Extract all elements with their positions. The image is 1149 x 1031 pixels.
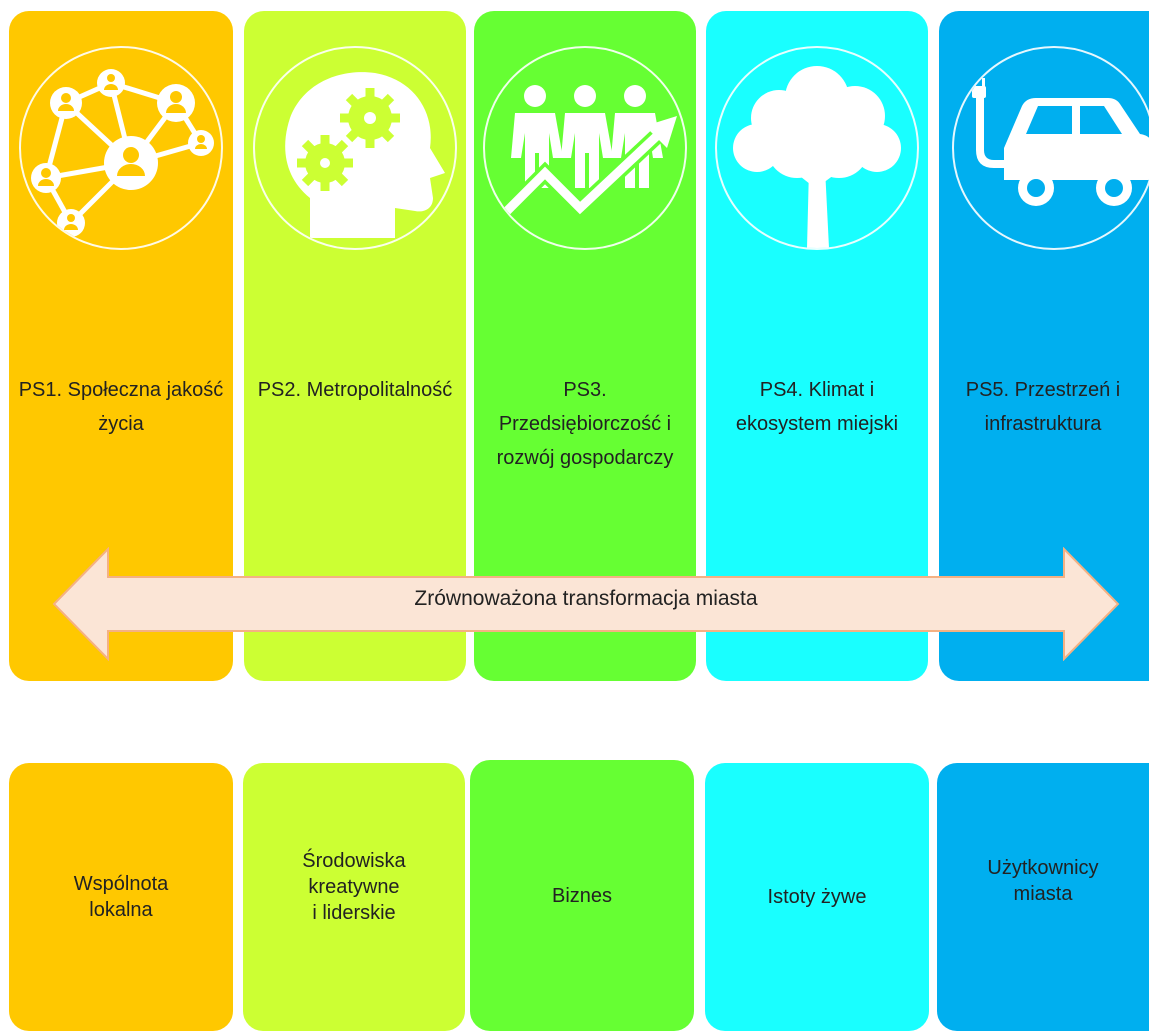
- stakeholder-label: Istoty żywe: [767, 886, 867, 908]
- stakeholder-box: Istoty żywe: [705, 763, 929, 1031]
- stakeholder-box: Biznes: [470, 760, 694, 1031]
- pillar-title: PS1. Społeczna jakość życia: [18, 379, 224, 435]
- pillar-title: PS5. Przestrzeń i infrastruktura: [965, 379, 1121, 435]
- stakeholder-label: Użytkownicy miasta: [987, 857, 1099, 905]
- arrow-label: Zrównoważona transformacja miasta: [414, 587, 758, 610]
- stakeholder-box: Użytkownicy miasta: [937, 763, 1149, 1031]
- pillar-ps1: PS1. Społeczna jakość życia: [9, 11, 233, 681]
- pillar-ps3: PS3. Przedsiębiorczość i rozwój gospodar…: [474, 11, 696, 681]
- pillar-title: PS2. Metropolitalność: [257, 379, 453, 401]
- stakeholder-box: Środowiska kreatywne i liderskie: [243, 763, 465, 1031]
- pillar-title: PS3. Przedsiębiorczość i rozwój gospodar…: [496, 379, 674, 469]
- stakeholder-label: Biznes: [551, 884, 613, 907]
- stakeholder-label: Wspólnota lokalna: [73, 873, 169, 921]
- electric-car-icon: [952, 46, 1149, 250]
- community-network-icon: [19, 46, 223, 250]
- pillar-ps4: PS4. Klimat i ekosystem miejski: [706, 11, 928, 681]
- pillar-ps2: PS2. Metropolitalność: [244, 11, 466, 681]
- head-gears-icon: [253, 46, 457, 250]
- tree-icon: [715, 46, 919, 250]
- stakeholder-box: Wspólnota lokalna: [9, 763, 233, 1031]
- stakeholder-label: Środowiska kreatywne i liderskie: [302, 850, 406, 924]
- pillar-ps5: PS5. Przestrzeń i infrastruktura: [939, 11, 1149, 681]
- people-growth-arrow-icon: [483, 46, 687, 250]
- double-arrow: Zrównoważona transformacja miasta: [52, 547, 1120, 661]
- pillar-title: PS4. Klimat i ekosystem miejski: [735, 379, 899, 435]
